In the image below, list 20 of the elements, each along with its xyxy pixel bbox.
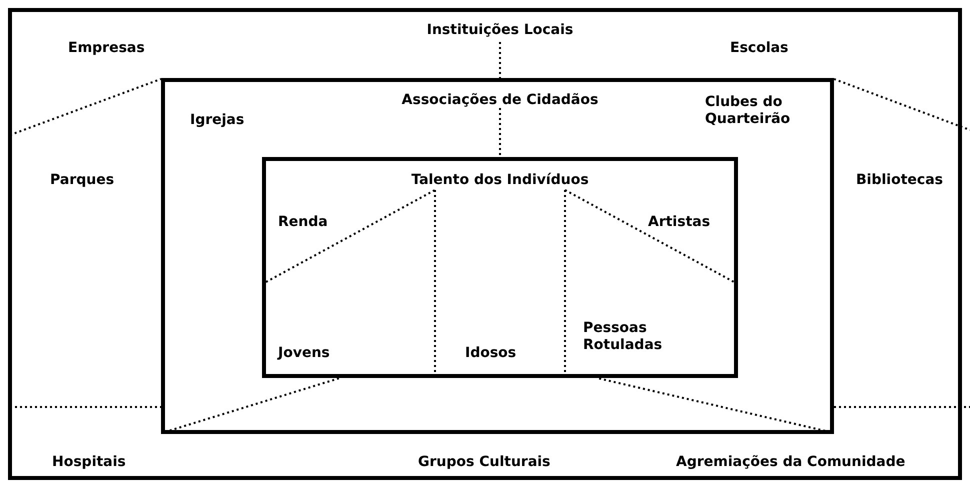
area-label: Agremiações da Comunidade <box>676 454 906 471</box>
area-label: Associações de Cidadãos <box>402 92 598 109</box>
area-label: Renda <box>278 214 328 231</box>
inner-frame <box>262 157 738 378</box>
middle-frame <box>161 78 834 434</box>
area-label: Hospitais <box>52 454 126 471</box>
area-label: Bibliotecas <box>856 172 943 189</box>
area-label: Artistas <box>648 214 710 231</box>
area-label: Escolas <box>730 40 788 57</box>
area-label: Clubes do Quarteirão <box>705 94 792 128</box>
area-label: Jovens <box>278 345 330 362</box>
area-label: Grupos Culturais <box>418 454 550 471</box>
area-label: Talento dos Indivíduos <box>411 172 589 189</box>
area-label: Igrejas <box>190 112 244 129</box>
area-label: Pessoas Rotuladas <box>583 320 664 354</box>
outer-frame <box>8 8 962 480</box>
area-label: Idosos <box>465 345 516 362</box>
area-label: Instituições Locais <box>426 22 574 39</box>
area-label: Empresas <box>68 40 145 57</box>
area-label: Parques <box>50 172 114 189</box>
